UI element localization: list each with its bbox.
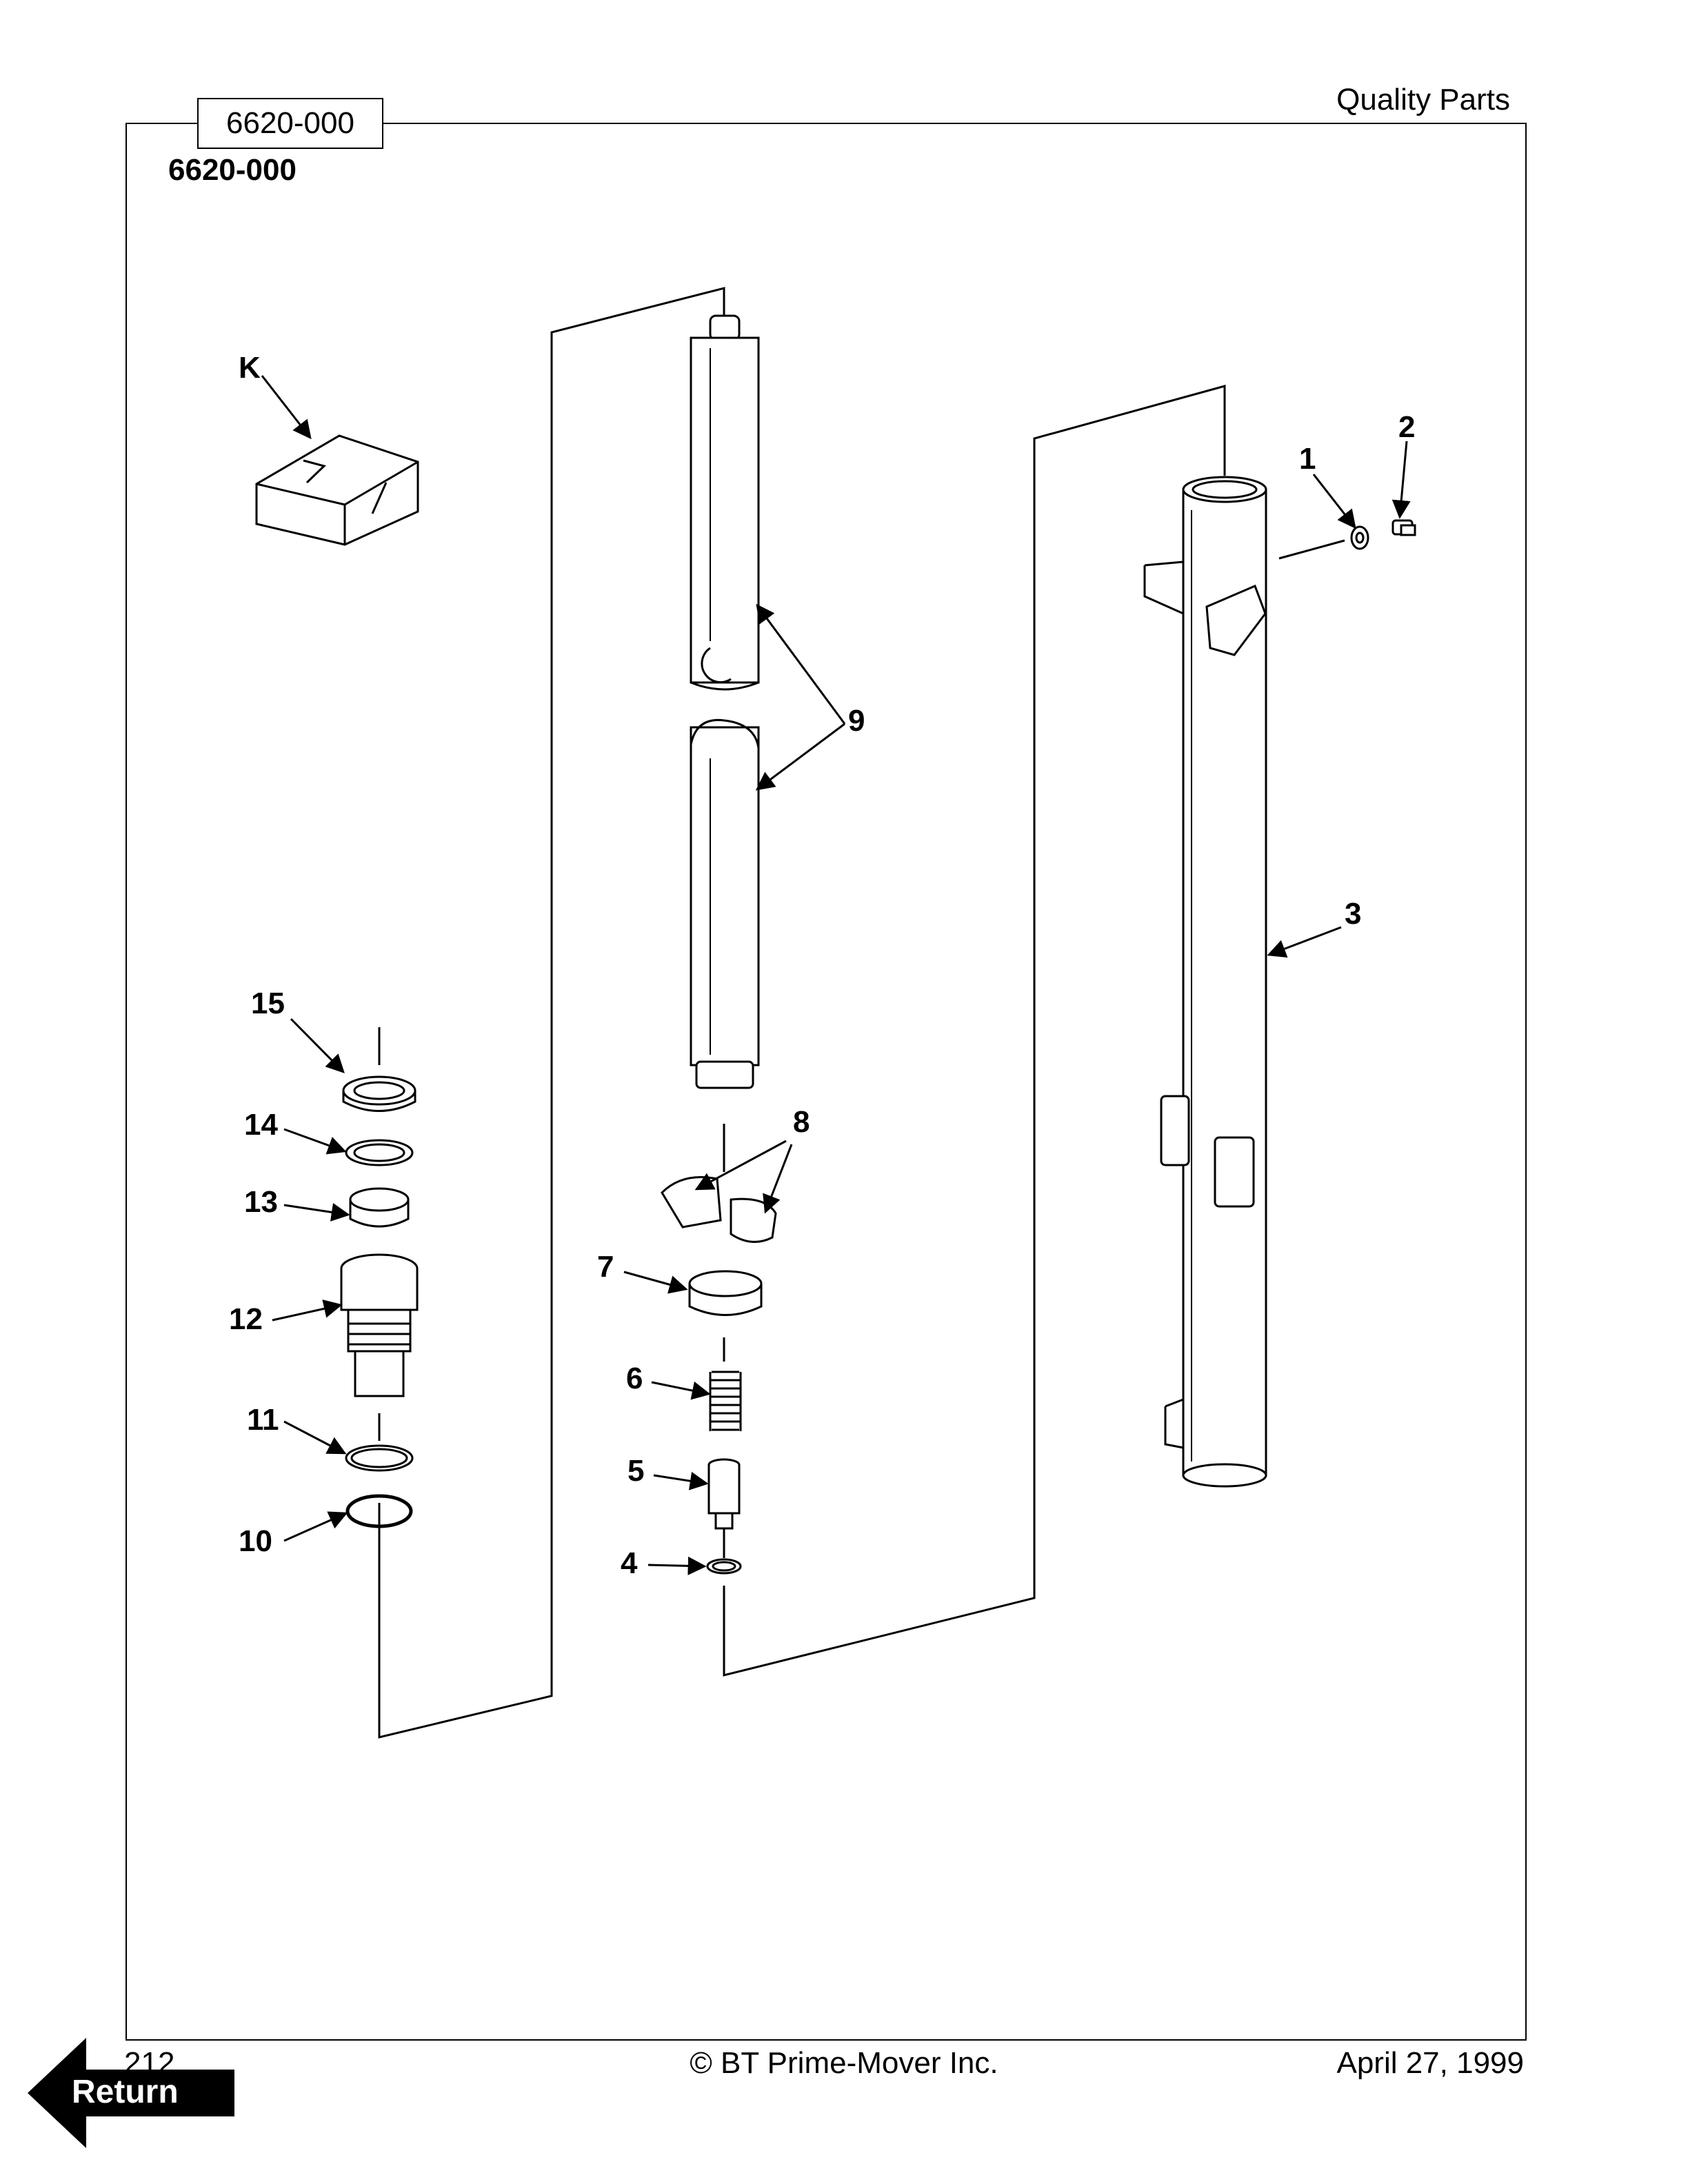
callout-10: 10: [239, 1524, 272, 1558]
callout-4: 4: [621, 1546, 638, 1580]
callout-9: 9: [848, 704, 865, 738]
callout-2: 2: [1398, 410, 1415, 444]
callout-12: 12: [229, 1302, 263, 1336]
retaining-ring: [706, 1558, 742, 1575]
diagram-frame: [125, 123, 1527, 2041]
bearing-ring: [349, 1187, 410, 1228]
callout-k: K: [239, 351, 261, 385]
rod-seal: [345, 1139, 414, 1166]
leader-7: [623, 1271, 688, 1294]
bleed-screw: [1391, 519, 1416, 536]
callout-14: 14: [244, 1108, 278, 1142]
callout-6: 6: [626, 1362, 643, 1395]
footer-date: April 27, 1999: [1336, 2046, 1524, 2080]
leader-9a: [756, 603, 846, 725]
assembly-line-right: [723, 385, 1226, 1677]
return-button[interactable]: [28, 2038, 234, 2148]
leader-3: [1267, 926, 1342, 958]
callout-5: 5: [627, 1454, 644, 1488]
leader-14: [283, 1128, 347, 1155]
leader-4: [647, 1556, 707, 1575]
assembly-line-left: [378, 287, 725, 1739]
piston-rod-upper: [690, 314, 760, 691]
return-arrow-icon: [28, 2038, 234, 2148]
split-ring: [688, 1270, 763, 1316]
leader-8a: [694, 1140, 787, 1191]
cylinder-tube: [1143, 476, 1267, 1488]
callout-11: 11: [247, 1403, 279, 1437]
leader-11: [283, 1420, 347, 1455]
leader-2: [1391, 441, 1411, 519]
split-collar: [661, 1176, 777, 1243]
gland-nut: [340, 1253, 419, 1397]
leader-15: [290, 1018, 345, 1073]
leader-6: [651, 1381, 711, 1400]
backup-ring: [345, 1444, 414, 1472]
leader-12: [272, 1300, 343, 1322]
section-tab: 6620-000: [197, 98, 383, 149]
leader-5: [653, 1471, 709, 1490]
wiper-seal: [342, 1075, 416, 1112]
o-ring: [345, 1494, 413, 1528]
washer: [1350, 525, 1369, 550]
leader-13: [283, 1203, 350, 1222]
leader-k: [261, 375, 312, 440]
callout-3: 3: [1345, 897, 1361, 931]
callout-8: 8: [793, 1105, 810, 1139]
callout-13: 13: [244, 1185, 278, 1219]
copyright-text: © BT Prime-Mover Inc.: [690, 2046, 998, 2080]
return-label: Return: [72, 2074, 179, 2110]
header-brand: Quality Parts: [1336, 83, 1510, 117]
seal-kit-box: [255, 434, 419, 546]
callout-15: 15: [251, 987, 285, 1020]
leader-8b: [763, 1144, 793, 1214]
callout-1: 1: [1299, 442, 1316, 476]
leader-1: [1312, 474, 1356, 529]
section-heading: 6620-000: [168, 153, 297, 187]
leader-10: [283, 1511, 348, 1542]
leader-9b: [755, 722, 845, 791]
piston-rod-lower: [690, 718, 760, 1089]
poppet: [707, 1458, 741, 1530]
callout-7: 7: [597, 1250, 614, 1284]
spring: [709, 1371, 742, 1431]
